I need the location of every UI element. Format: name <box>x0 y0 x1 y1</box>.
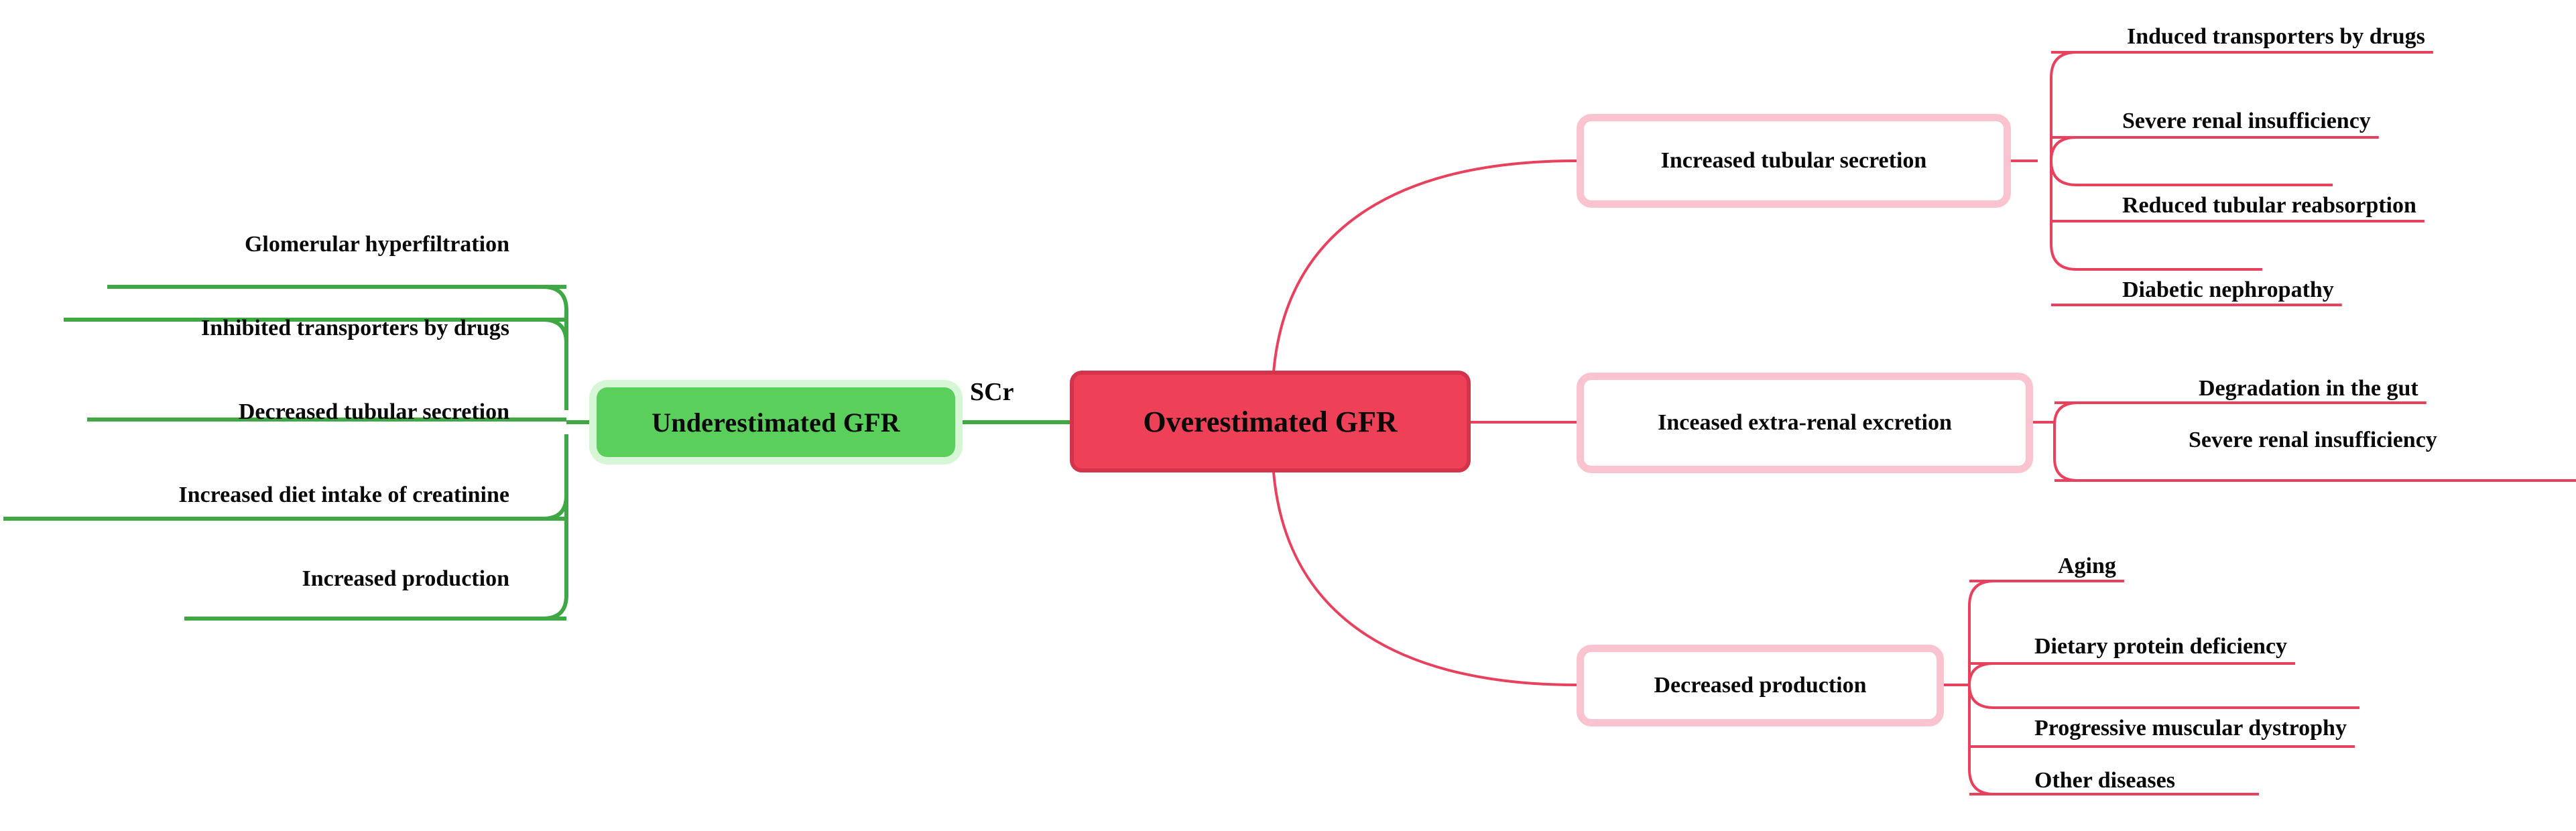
leaf-b3-1[interactable]: Aging <box>2058 554 2116 578</box>
node-overestimated-gfr[interactable]: Overestimated GFR <box>1070 371 1471 472</box>
leaf-left-1[interactable]: Glomerular hyperfiltration <box>244 232 509 257</box>
branch1-wire-2-3 <box>2049 136 2333 186</box>
leaf-b3-2[interactable]: Dietary protein deficiency <box>2034 634 2288 659</box>
leaf-b1-4[interactable]: Diabetic nephropathy <box>2122 277 2334 302</box>
leaf-b2-1[interactable]: Degradation in the gut <box>2199 376 2418 401</box>
red-curve-top <box>1272 159 1577 373</box>
node-increased-extra-renal-excretion[interactable]: Inceased extra-renal excretion <box>1577 373 2033 473</box>
leaf-b1-2[interactable]: Severe renal insufficiency <box>2122 109 2371 133</box>
branch1-wire-1-4 <box>2050 51 2262 271</box>
leaf-b1-3[interactable]: Reduced tubular reabsorption <box>2122 193 2416 218</box>
leaf-b2-2[interactable]: Severe renal insufficiency <box>2189 428 2437 452</box>
red-curve-bottom <box>1272 472 1577 686</box>
leaf-left-5[interactable]: Increased production <box>302 566 509 591</box>
node-decreased-production[interactable]: Decreased production <box>1577 645 1944 726</box>
leaf-left-2[interactable]: Inhibited transporters by drugs <box>200 316 509 340</box>
green-wire-1 <box>107 285 568 409</box>
leaf-left-4[interactable]: Increased diet intake of creatinine <box>178 483 509 507</box>
node-underestimated-gfr[interactable]: Underestimated GFR <box>597 387 955 457</box>
branch3-wire-2-3 <box>1967 662 2359 709</box>
node-increased-tubular-secretion[interactable]: Increased tubular secretion <box>1577 114 2011 208</box>
scr-label: SCr <box>970 378 1014 406</box>
branch3-wire-1-4 <box>1968 580 2259 795</box>
leaf-b3-4[interactable]: Other diseases <box>2034 768 2175 793</box>
leaf-b1-1[interactable]: Induced transporters by drugs <box>2127 24 2425 49</box>
leaf-b3-3[interactable]: Progressive muscular dystrophy <box>2034 716 2347 741</box>
leaf-left-3[interactable]: Decreased tubular secretion <box>238 399 509 424</box>
